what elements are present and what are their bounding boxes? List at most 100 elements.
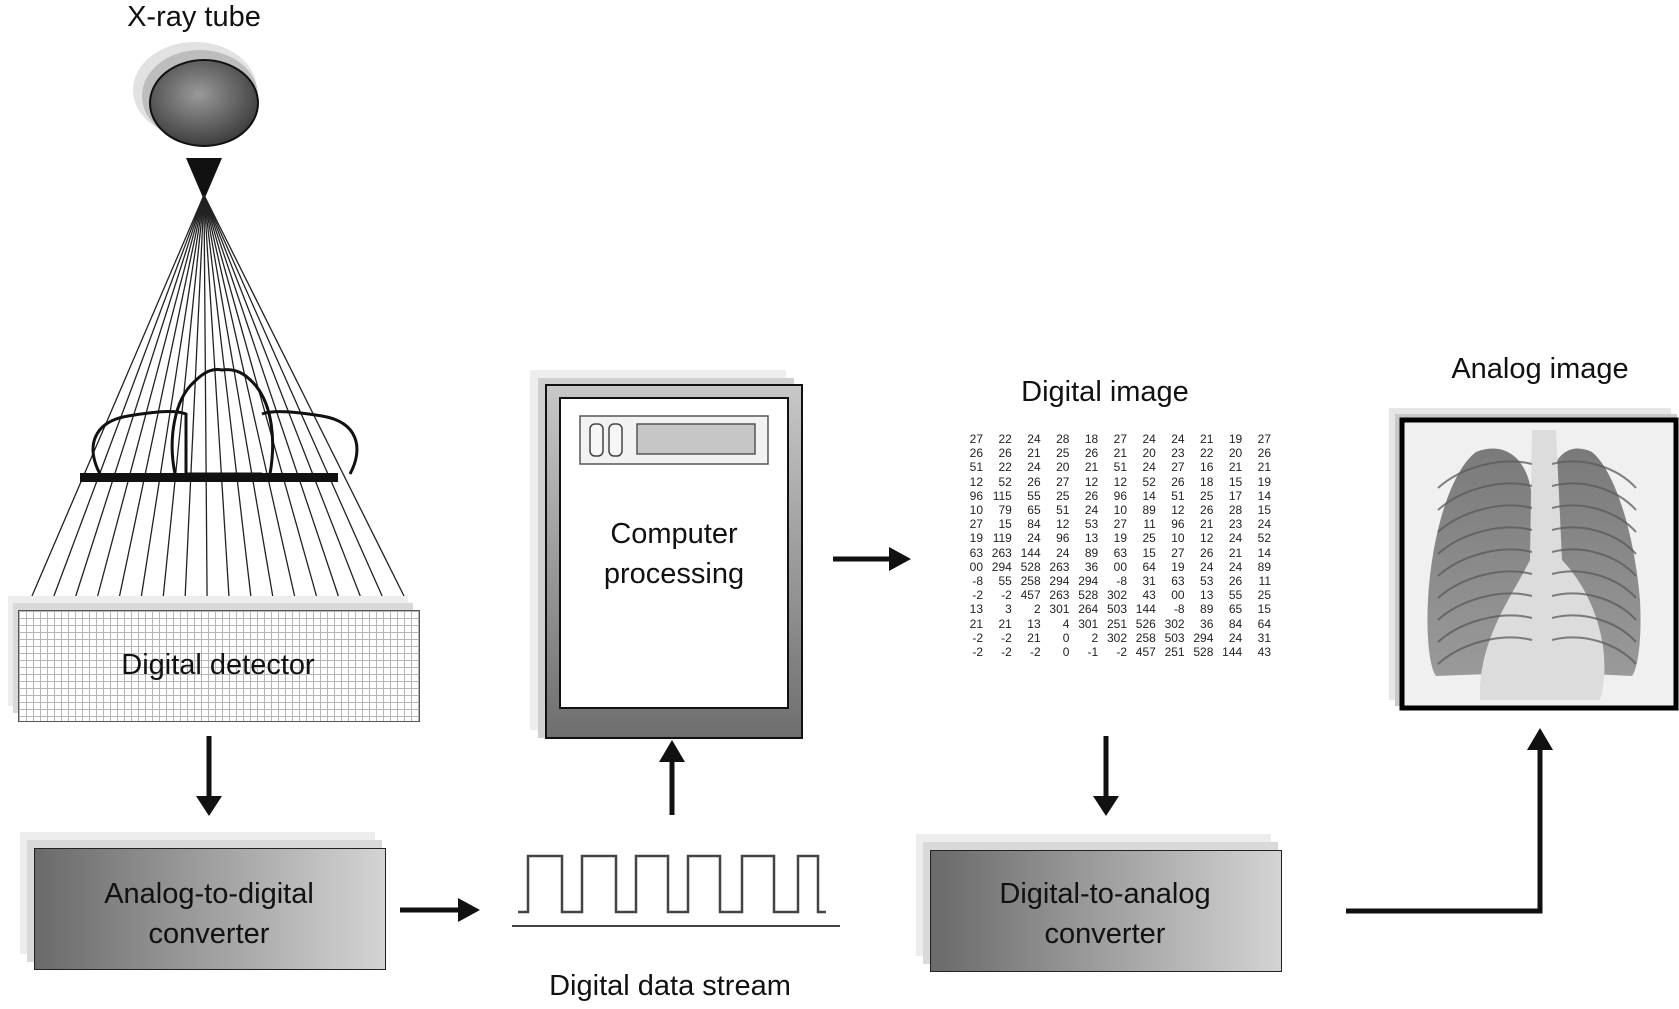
rib-line <box>1437 592 1533 621</box>
matrix-cell: 51 <box>969 460 984 475</box>
xray-beam-line <box>203 194 405 597</box>
rib-line <box>1437 526 1533 555</box>
chest-xray-image <box>1389 408 1679 711</box>
matrix-cell: 21 <box>969 616 984 631</box>
matrix-cell: 24 <box>1257 517 1271 532</box>
matrix-cell: 24 <box>1142 432 1156 446</box>
computer-label: Computer processing <box>560 514 788 594</box>
matrix-cell: 89 <box>1257 559 1271 574</box>
matrix-cell: 13 <box>1200 588 1214 603</box>
matrix-cell: 24 <box>1142 460 1156 475</box>
xray-beam-line <box>184 194 205 597</box>
matrix-cell: 00 <box>1171 588 1185 603</box>
matrix-cell: 26 <box>1200 503 1214 518</box>
matrix-cell: 23 <box>1171 446 1185 461</box>
matrix-cell: 26 <box>1200 545 1214 560</box>
rib-line <box>1551 636 1637 665</box>
xray-beam-line <box>203 194 361 597</box>
matrix-cell: -2 <box>1116 645 1128 660</box>
analog-image-label: Analog image <box>1451 353 1629 385</box>
xray-tube-icon <box>133 42 259 200</box>
matrix-cell: 26 <box>1171 474 1185 489</box>
matrix-cell: 43 <box>1142 588 1156 603</box>
matrix-cell: 25 <box>1056 446 1070 461</box>
matrix-cell: 294 <box>1193 630 1214 645</box>
matrix-cell: 13 <box>969 602 984 617</box>
flow-arrows <box>196 547 1553 922</box>
matrix-cell: 21 <box>1257 460 1271 475</box>
matrix-cell: 15 <box>1257 602 1271 617</box>
matrix-cell: 21 <box>1084 460 1099 475</box>
digital-detector <box>18 610 420 722</box>
matrix-cell: 2 <box>1091 630 1099 645</box>
matrix-cell: 11 <box>1258 574 1271 589</box>
matrix-cell: 10 <box>1113 503 1128 518</box>
matrix-cell: -2 <box>1001 588 1012 603</box>
xray-beam-line <box>203 194 318 597</box>
matrix-cell: 11 <box>1143 517 1156 532</box>
matrix-cell: 36 <box>1084 559 1099 574</box>
xray-beam-line <box>118 194 205 597</box>
matrix-cell: 26 <box>1257 446 1271 461</box>
matrix-cell: 26 <box>1027 474 1041 489</box>
dac-label-line1: Digital-to-analog <box>999 878 1211 910</box>
matrix-cell: 96 <box>969 488 984 503</box>
matrix-cell: 65 <box>1228 602 1243 617</box>
matrix-cell: 18 <box>1084 432 1099 446</box>
matrix-cell: -2 <box>972 630 984 645</box>
rib-line <box>1551 460 1637 489</box>
matrix-cell: 17 <box>1228 488 1243 503</box>
xray-beam-line <box>203 194 230 597</box>
matrix-cell: 53 <box>1200 574 1214 589</box>
data-stream-label: Digital data stream <box>549 970 791 1002</box>
matrix-cell: 301 <box>1078 616 1099 631</box>
xray-tube-label: X-ray tube <box>127 1 261 33</box>
matrix-cell: 21 <box>1027 630 1041 645</box>
matrix-cell: 22 <box>998 460 1012 475</box>
matrix-cell: 26 <box>1084 446 1099 461</box>
matrix-cell: 63 <box>969 545 984 560</box>
matrix-cell: 263 <box>1049 559 1070 574</box>
matrix-cell: 96 <box>1113 488 1128 503</box>
matrix-cell: 12 <box>1113 474 1128 489</box>
matrix-cell: -2 <box>972 588 984 603</box>
matrix-cell: 27 <box>1257 432 1271 446</box>
matrix-cell: 10 <box>1171 531 1185 546</box>
matrix-cell: 301 <box>1049 602 1070 617</box>
digital-detector-label: Digital detector <box>121 649 315 681</box>
matrix-cell: 27 <box>1113 432 1128 446</box>
matrix-cell: 263 <box>1049 588 1070 603</box>
matrix-cell: 31 <box>1142 574 1156 589</box>
matrix-cell: 24 <box>1228 531 1243 546</box>
xray-beam-line <box>203 194 296 597</box>
matrix-cell: 15 <box>1142 545 1156 560</box>
matrix-cell: 25 <box>1142 531 1156 546</box>
matrix-cell: -1 <box>1087 645 1099 660</box>
matrix-cell: 503 <box>1164 630 1185 645</box>
matrix-cell: 00 <box>1113 559 1128 574</box>
matrix-cell: 55 <box>1027 488 1041 503</box>
rib-line <box>1551 526 1637 555</box>
computer-label-line1: Computer <box>610 518 738 550</box>
matrix-cell: 84 <box>1228 616 1243 631</box>
matrix-cell: 21 <box>1113 446 1128 461</box>
matrix-cell: 96 <box>1056 531 1070 546</box>
matrix-cell: 4 <box>1062 616 1070 631</box>
rib-line <box>1551 548 1637 577</box>
matrix-cell: -2 <box>1001 630 1012 645</box>
matrix-cell: 84 <box>1027 517 1041 532</box>
matrix-cell: 26 <box>1084 488 1099 503</box>
matrix-cell: 96 <box>1171 517 1185 532</box>
rib-line <box>1437 614 1533 643</box>
matrix-cell: 15 <box>998 517 1012 532</box>
matrix-cell: 24 <box>1084 503 1099 518</box>
matrix-cell: 23 <box>1228 517 1243 532</box>
matrix-cell: 15 <box>1228 474 1243 489</box>
matrix-cell: 25 <box>1257 588 1271 603</box>
